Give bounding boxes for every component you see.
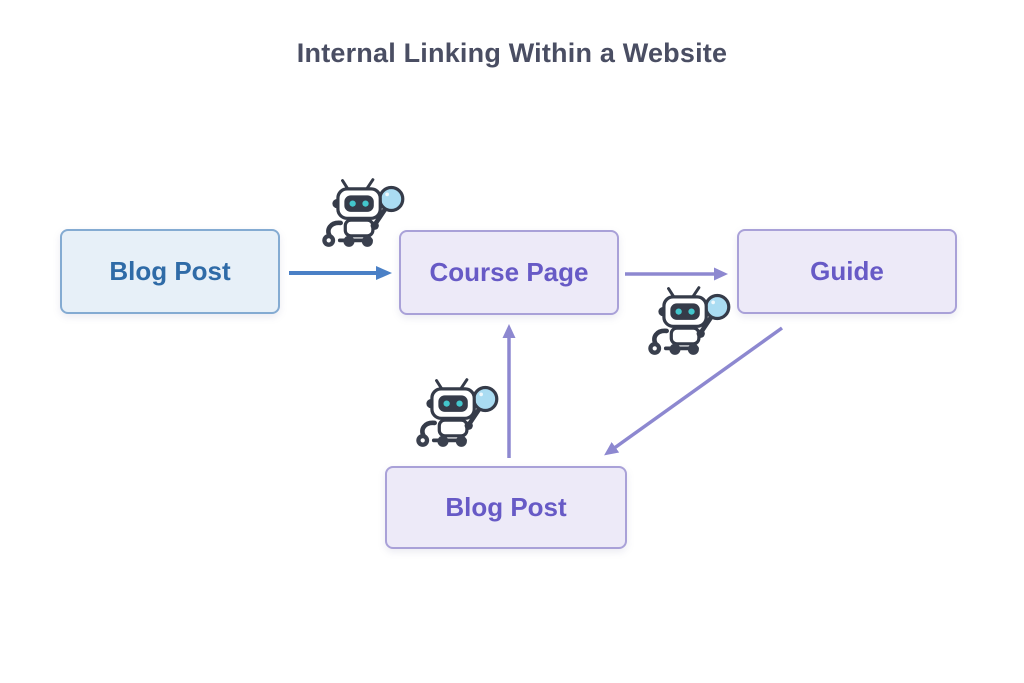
- node-label: Course Page: [429, 257, 589, 287]
- robot-magnifier-icon: [648, 288, 729, 355]
- node-blog-post-left: Blog Post: [60, 229, 280, 314]
- node-label: Blog Post: [109, 256, 231, 286]
- diagram-title: Internal Linking Within a Website: [296, 38, 728, 68]
- node-label: Guide: [810, 256, 884, 286]
- node-label: Blog Post: [445, 492, 567, 522]
- node-blog-post-bottom: Blog Post: [385, 466, 627, 549]
- arrow-guide-to-blogpost: [604, 326, 784, 456]
- robot-magnifier-icon: [322, 180, 403, 247]
- robot-magnifier-icon: [416, 380, 497, 447]
- node-course-page: Course Page: [399, 230, 619, 315]
- node-guide: Guide: [737, 229, 957, 314]
